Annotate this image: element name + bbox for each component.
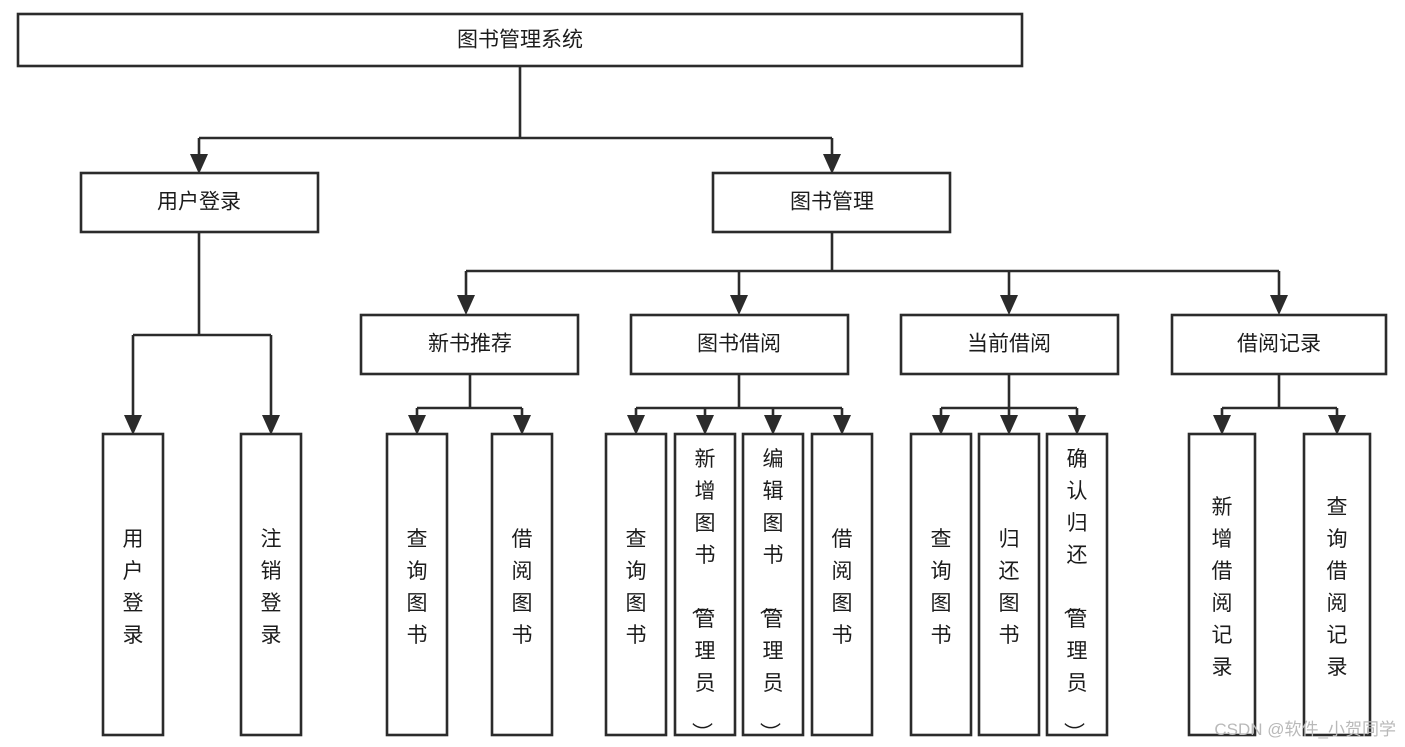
node-leaf-user-login[interactable]: 用户登录 [101,432,165,737]
connector-group-current-borrow [932,374,1086,435]
node-current-borrow-label: 当前借阅 [967,333,1051,356]
arrow-to-leaf-query-book-3 [932,415,950,435]
node-leaf-edit-book-label: 编辑图书（管理员） [758,448,784,743]
arrow-to-leaf-return-book [1000,415,1018,435]
arrow-to-leaf-query-book-1 [408,415,426,435]
node-leaf-query-book-3-label: 查询图书 [931,528,952,647]
node-leaf-edit-book-rect[interactable] [741,432,805,737]
node-leaf-confirm-return-rect[interactable] [1045,432,1109,737]
arrow-to-leaf-borrow-book-2 [833,415,851,435]
node-leaf-borrow-book-1[interactable]: 借阅图书 [490,432,554,737]
node-leaf-query-book-1[interactable]: 查询图书 [385,432,449,737]
arrow-to-leaf-user-logout [262,415,280,435]
arrow-to-leaf-borrow-book-1 [513,415,531,435]
node-borrow-record-rect[interactable] [1170,313,1388,376]
connector-group-book-management [457,232,1288,315]
node-leaf-add-record-rect[interactable] [1187,432,1257,737]
connector-group-new-book-recommend [408,374,531,435]
node-leaf-query-book-2[interactable]: 查询图书 [604,432,668,737]
connector-group-root [190,66,841,174]
node-leaf-add-book-rect[interactable] [673,432,737,737]
arrow-to-user-login [190,154,208,174]
arrow-to-book-borrow [730,295,748,315]
node-leaf-user-logout[interactable]: 注销登录 [239,432,303,737]
arrow-to-current-borrow [1000,295,1018,315]
node-leaf-query-record-rect[interactable] [1302,432,1372,737]
node-leaf-query-book-2-rect[interactable] [604,432,668,737]
node-leaf-user-login-label: 用户登录 [123,528,144,647]
node-user-login-rect[interactable] [79,171,320,234]
node-root-rect[interactable] [16,12,1024,68]
node-leaf-return-book-label: 归还图书 [999,528,1020,647]
node-leaf-add-record[interactable]: 新增借阅记录 [1187,432,1257,737]
node-leaf-query-record[interactable]: 查询借阅记录 [1302,432,1372,737]
arrow-to-borrow-record [1270,295,1288,315]
node-leaf-add-book-label: 新增图书（管理员） [690,448,716,743]
node-leaf-query-book-1-label: 查询图书 [407,528,428,647]
node-leaf-query-book-2-label: 查询图书 [626,528,647,647]
node-leaf-borrow-book-1-rect[interactable] [490,432,554,737]
node-book-management-label: 图书管理 [790,191,874,214]
node-leaf-confirm-return[interactable]: 确认归还（管理员） [1045,432,1109,743]
node-book-borrow[interactable]: 图书借阅 [629,313,850,376]
node-leaf-query-book-3[interactable]: 查询图书 [909,432,973,737]
node-borrow-record[interactable]: 借阅记录 [1170,313,1388,376]
node-leaf-return-book-rect[interactable] [977,432,1041,737]
node-root-label: 图书管理系统 [457,29,583,52]
node-leaf-user-logout-label: 注销登录 [261,528,282,647]
node-leaf-edit-book[interactable]: 编辑图书（管理员） [741,432,805,743]
node-leaf-borrow-book-2-label: 借阅图书 [832,528,853,647]
node-borrow-record-label: 借阅记录 [1237,333,1321,356]
node-book-management[interactable]: 图书管理 [711,171,952,234]
connector-group-user-login [124,232,280,435]
node-leaf-query-book-3-rect[interactable] [909,432,973,737]
node-leaf-user-logout-rect[interactable] [239,432,303,737]
node-leaf-return-book[interactable]: 归还图书 [977,432,1041,737]
node-leaf-add-record-label: 新增借阅记录 [1212,496,1233,679]
arrow-to-leaf-add-record [1213,415,1231,435]
node-leaf-query-record-label: 查询借阅记录 [1327,496,1348,679]
arrow-to-leaf-user-login [124,415,142,435]
arrow-to-leaf-confirm-return [1068,415,1086,435]
node-book-borrow-rect[interactable] [629,313,850,376]
arrow-to-leaf-add-book [696,415,714,435]
csdn-watermark: CSDN @软件_小贺同学 [1214,720,1396,739]
node-current-borrow-rect[interactable] [899,313,1120,376]
node-new-book-recommend[interactable]: 新书推荐 [359,313,580,376]
node-leaf-confirm-return-label: 确认归还（管理员） [1062,448,1088,743]
node-leaf-add-book[interactable]: 新增图书（管理员） [673,432,737,743]
node-current-borrow[interactable]: 当前借阅 [899,313,1120,376]
arrow-to-new-book-recommend [457,295,475,315]
arrow-to-leaf-query-record [1328,415,1346,435]
node-new-book-recommend-rect[interactable] [359,313,580,376]
node-leaf-borrow-book-2[interactable]: 借阅图书 [810,432,874,737]
arrow-to-leaf-edit-book [764,415,782,435]
connector-group-borrow-record [1213,374,1346,435]
node-book-borrow-label: 图书借阅 [697,333,781,356]
node-book-management-rect[interactable] [711,171,952,234]
node-new-book-recommend-label: 新书推荐 [428,333,512,356]
node-leaf-borrow-book-2-rect[interactable] [810,432,874,737]
node-user-login[interactable]: 用户登录 [79,171,320,234]
node-leaf-user-login-rect[interactable] [101,432,165,737]
node-user-login-label: 用户登录 [157,191,241,214]
node-root[interactable]: 图书管理系统 [16,12,1024,68]
arrow-to-leaf-query-book-2 [627,415,645,435]
node-leaf-query-book-1-rect[interactable] [385,432,449,737]
node-leaf-borrow-book-1-label: 借阅图书 [512,528,533,647]
arrow-to-book-management [823,154,841,174]
connector-group-book-borrow [627,374,851,435]
